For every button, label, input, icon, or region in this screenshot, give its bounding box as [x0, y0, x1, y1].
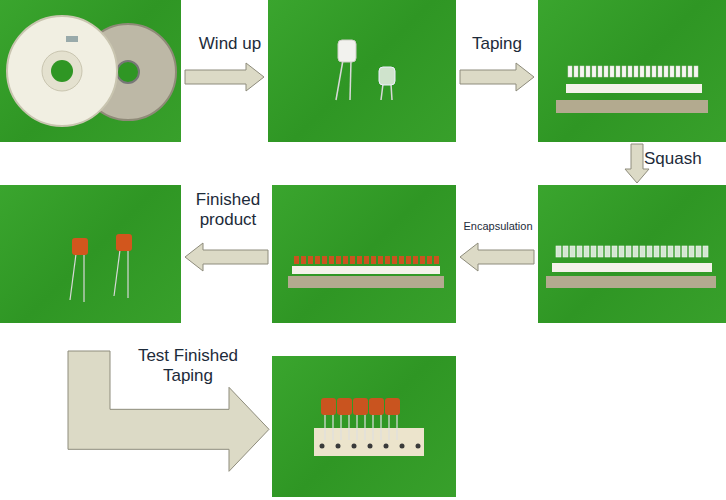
- squashed-strip: [546, 246, 716, 288]
- reel-hole: [117, 61, 139, 83]
- taped-capacitors: [314, 398, 424, 456]
- photo-panel: [272, 356, 456, 497]
- carrier-bar: [556, 100, 708, 113]
- capacitor-body: [116, 234, 132, 251]
- wound-element: [379, 67, 395, 85]
- photo-panel: [272, 185, 456, 323]
- reel-hole: [51, 60, 73, 82]
- element-row: [294, 256, 439, 264]
- paper-tape: [566, 84, 702, 93]
- block-arrow: [460, 63, 534, 91]
- lead-wire: [336, 60, 343, 100]
- block-arrow: [185, 63, 264, 91]
- reel-core: [42, 51, 82, 91]
- taped-strip: [556, 66, 708, 113]
- block-arrow: [185, 243, 268, 271]
- carrier-bar: [546, 276, 716, 288]
- step-label: Encapsulation: [452, 220, 544, 233]
- photo-panel: [0, 185, 181, 323]
- photo-panel: [0, 0, 181, 142]
- lead-wire: [350, 60, 351, 100]
- carrier-tape: [314, 428, 424, 456]
- photo-panel: [538, 185, 726, 323]
- carrier-bar: [288, 276, 444, 288]
- sprocket-holes: [320, 444, 421, 449]
- capacitor-row: [321, 398, 400, 415]
- photo-panel: [538, 0, 726, 142]
- step-label: Test Finished Taping: [118, 346, 258, 385]
- element-row: [568, 66, 698, 77]
- paper-film-reel: [7, 16, 117, 126]
- metal-film-reel: [80, 24, 176, 120]
- step-label: Taping: [458, 34, 536, 54]
- step-label: Squash: [644, 149, 724, 169]
- block-arrow: [460, 243, 534, 271]
- step-label: Wind up: [188, 34, 272, 54]
- wound-elements: [336, 40, 395, 100]
- paper-tape: [552, 263, 712, 272]
- encapsulated-strip: [288, 256, 444, 288]
- step-label: Finished product: [186, 190, 270, 229]
- reel-sticker: [66, 36, 78, 42]
- element-row: [556, 246, 708, 257]
- film-reels: [7, 16, 176, 126]
- lead-wire: [391, 84, 392, 100]
- capacitor-body: [72, 238, 88, 255]
- paper-tape: [292, 266, 440, 274]
- wound-element: [338, 40, 356, 62]
- lead-wire: [381, 84, 383, 100]
- finished-capacitors: [70, 234, 132, 302]
- photo-panel: [268, 0, 456, 142]
